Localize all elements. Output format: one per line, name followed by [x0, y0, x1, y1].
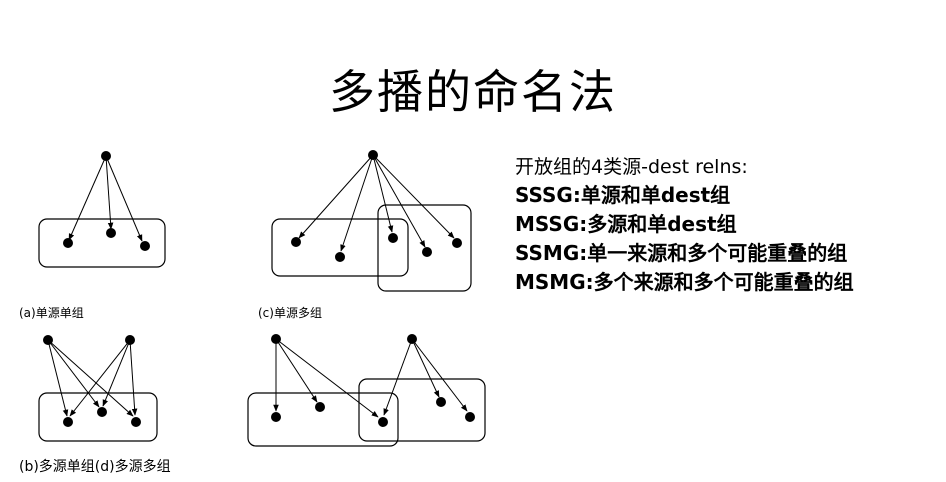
source-node: [101, 151, 111, 161]
group-box: [271, 218, 409, 277]
member-node: [291, 237, 301, 247]
description-panel: 开放组的4类源-dest relns: SSSG:单源和单dest组 MSSG:…: [515, 153, 915, 297]
group-box: [38, 392, 158, 442]
group-box: [38, 218, 166, 268]
source-node: [368, 150, 378, 160]
member-node: [315, 402, 325, 412]
member-node: [335, 252, 345, 262]
group-box: [358, 378, 486, 442]
member-node: [422, 247, 432, 257]
caption-c: (c)单源多组: [258, 306, 322, 320]
caption-a: (a)单源单组: [19, 306, 84, 320]
diagram-c-single-source-multi-group: [271, 150, 472, 292]
category-sssg: SSSG:单源和单dest组: [515, 183, 731, 207]
group-box: [247, 392, 399, 447]
category-msmg: MSMG:多个来源和多个可能重叠的组: [515, 270, 854, 294]
source-node: [271, 334, 281, 344]
diagram-d-multi-source-multi-group: [247, 334, 486, 447]
member-node: [388, 233, 398, 243]
member-node: [378, 417, 388, 427]
diagram-b-multi-source-single-group: [38, 335, 158, 442]
category-ssmg: SSMG:单一来源和多个可能重叠的组: [515, 241, 848, 265]
source-node: [125, 335, 135, 345]
diagram-a-single-source-single-group: [38, 151, 166, 268]
member-node: [97, 407, 107, 417]
member-node: [63, 238, 73, 248]
member-node: [106, 228, 116, 238]
category-mssg: MSSG:多源和单dest组: [515, 212, 737, 236]
member-node: [271, 412, 281, 422]
source-node: [43, 335, 53, 345]
intro-line: 开放组的4类源-dest relns:: [515, 156, 748, 178]
source-node: [407, 334, 417, 344]
member-node: [465, 412, 475, 422]
caption-bd: (b)多源单组(d)多源多组: [19, 459, 171, 475]
member-node: [140, 241, 150, 251]
group-box: [377, 204, 472, 292]
member-node: [452, 238, 462, 248]
slide-title: 多播的命名法: [329, 65, 617, 119]
member-node: [131, 417, 141, 427]
member-node: [436, 397, 446, 407]
member-node: [63, 417, 73, 427]
